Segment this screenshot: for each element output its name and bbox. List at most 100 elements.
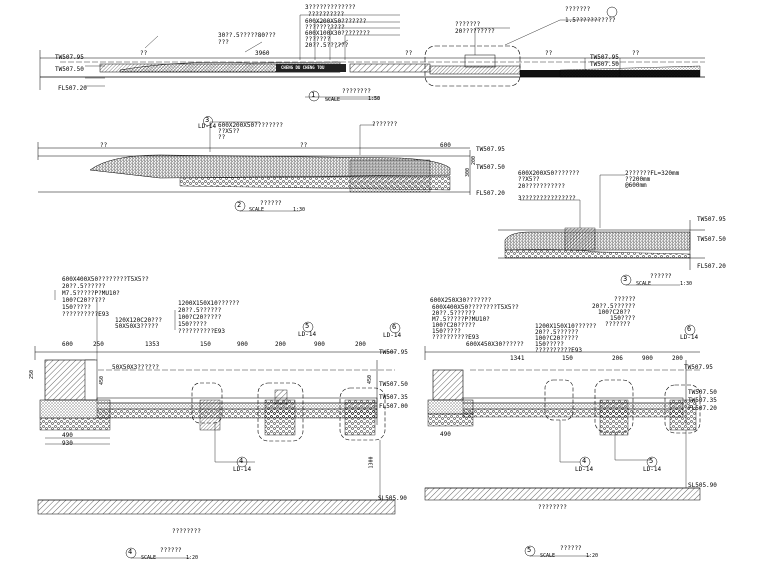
view4-tw2: TW507.50: [379, 381, 408, 388]
view5-note-left-0: 600X250X30???????: [430, 297, 492, 304]
view5-note-left-2: 20??.5??????: [432, 310, 476, 317]
view5-tw3: TW507.35: [688, 397, 717, 404]
view2-note-1: ??X5??: [218, 128, 240, 135]
view3-tw2: TW507.50: [697, 236, 726, 243]
view5-dim-top-3: 900: [642, 355, 653, 362]
view5-note-right-0: ??????: [614, 296, 636, 303]
view4-sl: SL505.90: [378, 495, 407, 502]
view1-tw-right: TW507.95: [590, 54, 619, 61]
view3-right-note-0: 2??????FL=320mm: [625, 170, 680, 177]
view4-dim-top-6: 900: [314, 341, 325, 348]
view5-callout-5-ref: LD-14: [643, 466, 662, 473]
view-2-section: [37, 116, 471, 212]
view4-note-left-5: ??????????E93: [62, 311, 109, 318]
view3-right-note-1: ??200mm: [625, 176, 651, 183]
view5-scale-label: SCALE: [540, 553, 556, 559]
view1-number: 1: [311, 91, 316, 99]
view4-dim-top-1: 250: [93, 341, 104, 348]
view3-note-3: 3???????????????: [518, 195, 576, 202]
view2-number: 2: [237, 201, 242, 209]
view3-note-1: ??X5??: [518, 176, 540, 183]
view4-callout-4-ref: LD-14: [233, 466, 252, 473]
view4-number: 4: [128, 548, 133, 556]
view5-note-right-3: 150????: [610, 315, 636, 322]
view3-title: ??????: [650, 273, 672, 280]
view5-note-center-4: ??????????E93: [535, 347, 582, 354]
view4-note-center-0: 1200X150X10??????: [178, 300, 240, 307]
view1-note-1: ??????????: [308, 11, 345, 18]
view4-scale-label: SCALE: [141, 555, 157, 561]
view4-note-left-3: 100?C20?????: [62, 297, 106, 304]
view4-tw: TW507.95: [379, 349, 408, 356]
view4-dim-top-2: 1353: [145, 341, 160, 348]
view1-note-10: 20?????????: [455, 28, 495, 35]
view1-note-2: 600X200X50???????: [305, 18, 367, 25]
view4-dim-top-3: 150: [200, 341, 211, 348]
view4-dim-top-5: 200: [275, 341, 286, 348]
view4-scale-value: 1:20: [186, 555, 199, 561]
view3-tw: TW507.95: [697, 216, 726, 223]
view1-tw2-right: TW507.50: [590, 61, 619, 68]
view5-note-center-1: 20??.5??????: [535, 329, 579, 336]
view2-callout-num: 3: [205, 116, 210, 124]
view4-dim-left-0: 250: [29, 369, 36, 380]
view4-callout-5: 5: [305, 322, 310, 330]
view5-stone-note: 600X450X30??????: [466, 341, 524, 348]
view5-tw: TW507.95: [684, 364, 713, 371]
view4-callout-6: 6: [392, 323, 397, 331]
view5-dim-top-4: 200: [672, 355, 683, 362]
view3-fl: FL507.20: [697, 263, 726, 270]
view2-scale-value: 1:30: [293, 207, 306, 213]
view5-dim-bottom-0: 490: [440, 431, 451, 438]
view5-dim-top-2: 206: [612, 355, 623, 362]
view4-note-left-0: 600X400X50????????T5X5??: [62, 276, 149, 283]
view4-callout-5-ref: LD-14: [298, 331, 317, 338]
view4-note-left-2: M7.5?????P?MU10?: [62, 290, 120, 297]
view-3-section: [498, 174, 705, 286]
view4-note-center-4: ??????????E93: [178, 328, 225, 335]
view5-note-left-6: ??????????E93: [432, 334, 479, 341]
view3-note-2: 20???????????: [518, 183, 565, 190]
view4-dim-right-1: 1300: [368, 456, 375, 469]
view4-stone-note: 50X50X3??????: [112, 364, 159, 371]
view4-dim-bottom-1: 930: [62, 440, 73, 447]
view1-scale-value: 1:50: [368, 96, 381, 102]
view4-note-center-3: 150?????: [178, 321, 207, 328]
view4-note-left-1: 20??.5??????: [62, 283, 106, 290]
view2-fl: FL507.20: [476, 190, 505, 197]
view4-callout-6-ref: LD-14: [383, 332, 402, 339]
view5-note-right-4: ???????: [605, 321, 631, 328]
view1-note-4: 600X100X30????????: [305, 30, 371, 37]
view5-bottom-note: ????????: [538, 504, 567, 511]
view5-callout-5: 5: [649, 457, 654, 465]
view5-note-right-1: 20??.5??????: [592, 303, 636, 310]
view5-note-right-2: 100?C20??: [598, 309, 631, 316]
view5-callout-4-ref: LD-14: [575, 466, 594, 473]
view4-fl: FL507.00: [379, 403, 408, 410]
view4-dim-right-0: 450: [367, 374, 374, 385]
view1-note-12: 1.5???????????: [565, 17, 616, 24]
view3-right-note-2: @600mm: [625, 182, 647, 189]
view2-dim-0: ??: [100, 142, 108, 149]
view-4-section: [34, 290, 401, 559]
view1-note-3: ???????????: [305, 24, 345, 31]
view5-callout-6: 6: [687, 325, 692, 333]
view1-scale-label: SCALE: [325, 97, 341, 103]
view1-dim-2: ??: [405, 50, 413, 57]
view4-dim-bottom-0: 490: [62, 432, 73, 439]
view1-title: ????????: [342, 88, 371, 95]
view5-scale-value: 1:20: [586, 553, 599, 559]
view1-note-8: ???: [218, 39, 229, 46]
view5-note-left-3: M7.5?????P?MU10?: [432, 316, 490, 323]
view5-dim-top-0: 1341: [510, 355, 525, 362]
view4-note-center-1: 20??.5??????: [178, 307, 222, 314]
view2-scale-label: SCALE: [249, 207, 265, 213]
view1-note-11: ???????: [565, 6, 591, 13]
view5-note-center-3: 150?????: [535, 341, 564, 348]
view5-tw2: TW507.50: [688, 389, 717, 396]
view4-note-center-2: 100?C20?????: [178, 314, 222, 321]
view2-note-2: ??: [218, 134, 226, 141]
view4-title: ??????: [160, 547, 182, 554]
view1-tw2: TW507.50: [55, 66, 84, 73]
view1-note-5: ???????: [305, 36, 331, 43]
